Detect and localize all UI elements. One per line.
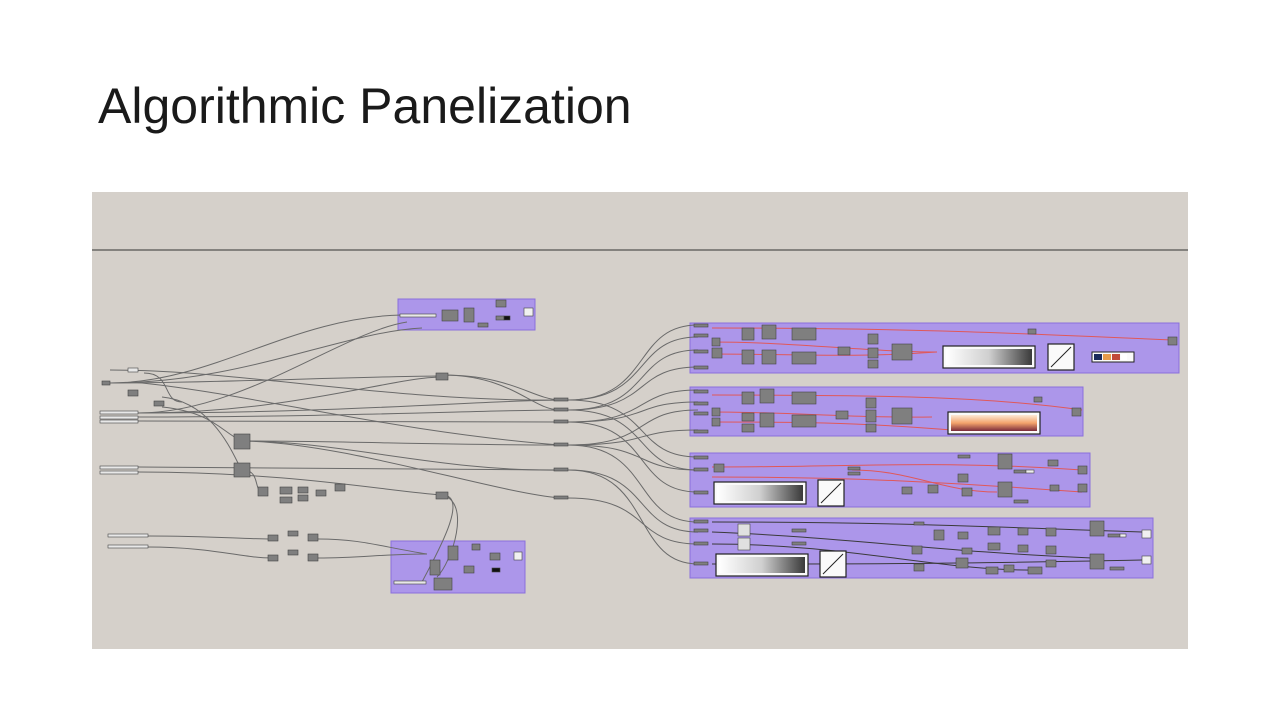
- panel-group-2-nodes: [693, 388, 1082, 435]
- panel-group-3-nodes: [693, 453, 1088, 507]
- input-group-bottom-nodes: [393, 543, 523, 591]
- panel-group-4-nodes: [693, 519, 1152, 578]
- wires: [109, 314, 699, 583]
- panel-group-1-nodes: [693, 323, 1178, 371]
- slide-title: Algorithmic Panelization: [98, 78, 632, 134]
- node-canvas[interactable]: [92, 192, 1188, 649]
- input-components: [99, 367, 569, 562]
- node-graph: [92, 249, 1188, 594]
- highlighted-wires: [711, 327, 1173, 493]
- input-group-top-nodes: [399, 299, 534, 328]
